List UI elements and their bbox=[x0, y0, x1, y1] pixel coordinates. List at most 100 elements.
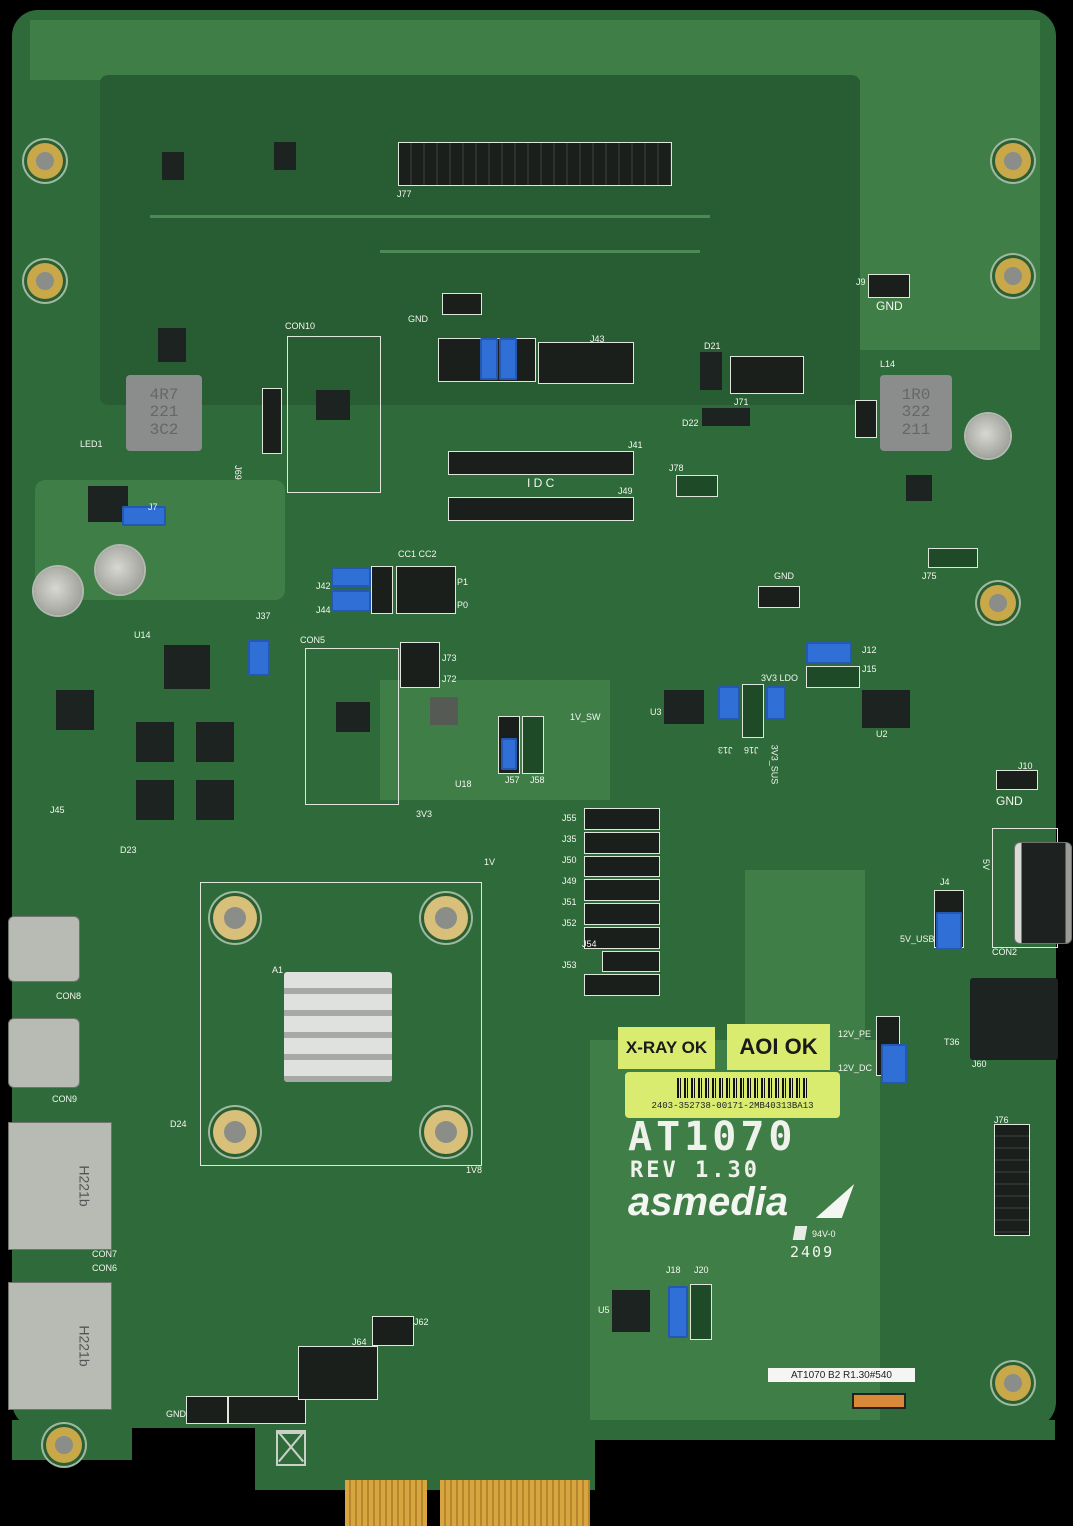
barcode-sticker: 2403-352738-00171-2MB40313BA13 bbox=[625, 1072, 840, 1118]
jumper-j13[interactable] bbox=[718, 686, 740, 720]
electrolytic-capacitor-220 bbox=[966, 414, 1010, 458]
silk-d22: D22 bbox=[682, 418, 699, 428]
jumper-j42[interactable] bbox=[331, 567, 371, 587]
ic-u-left1 bbox=[88, 486, 128, 522]
header-row[interactable] bbox=[584, 831, 660, 854]
header-j46[interactable] bbox=[262, 388, 282, 454]
header-j15[interactable] bbox=[806, 666, 860, 688]
jumper-blue[interactable] bbox=[480, 338, 498, 380]
silk-j7: J7 bbox=[148, 502, 158, 512]
header-row[interactable] bbox=[584, 855, 660, 878]
silk-j54: J54 bbox=[582, 939, 597, 949]
header-array bbox=[584, 808, 660, 996]
header-j74[interactable] bbox=[855, 400, 877, 438]
electrolytic-capacitor bbox=[34, 567, 82, 615]
header-j75[interactable] bbox=[928, 548, 978, 568]
jumper-j7[interactable] bbox=[122, 506, 166, 526]
heatsink-mount-hole-icon bbox=[213, 896, 257, 940]
header-j20[interactable] bbox=[690, 1284, 712, 1340]
header-j64[interactable] bbox=[298, 1346, 378, 1400]
header-row[interactable] bbox=[584, 903, 660, 925]
silk-con8: CON8 bbox=[56, 991, 82, 1001]
hdmi-port-con6[interactable]: H221b bbox=[8, 1282, 112, 1410]
jumper-j12[interactable] bbox=[806, 642, 852, 664]
header-j16[interactable] bbox=[742, 684, 764, 738]
header-row[interactable] bbox=[602, 950, 660, 973]
hdmi-port-con7[interactable]: H221b bbox=[8, 1122, 112, 1250]
mounting-hole-icon bbox=[995, 258, 1031, 294]
jumper-j48[interactable] bbox=[766, 686, 786, 720]
header-j41[interactable] bbox=[448, 451, 634, 475]
mounting-hole-icon bbox=[980, 585, 1016, 621]
silk-u14: U14 bbox=[134, 630, 151, 640]
heatsink-mount-hole-icon bbox=[424, 896, 468, 940]
header-array-labels: J55 J35 J50 J49 J51 J52 J54 J53 bbox=[562, 814, 597, 970]
header-j62[interactable] bbox=[372, 1316, 414, 1346]
silk-idc: I D C bbox=[527, 476, 555, 490]
silk-p0: P0 bbox=[457, 600, 469, 610]
signal-trace bbox=[150, 215, 710, 268]
header-row[interactable] bbox=[584, 808, 660, 830]
mounting-hole-icon bbox=[995, 1365, 1031, 1401]
silk-j18: J18 bbox=[666, 1265, 681, 1275]
silk-gnd-j8: GND bbox=[408, 314, 428, 324]
header-j42-j44[interactable] bbox=[371, 566, 393, 614]
jumper-j37[interactable] bbox=[248, 640, 270, 676]
header-j43-right[interactable] bbox=[538, 342, 634, 384]
silk-j13: J13 bbox=[718, 745, 733, 755]
copper-plane-right bbox=[860, 80, 1040, 350]
heatsink-silkscreen-outline bbox=[200, 882, 482, 1166]
jumper-blue[interactable] bbox=[499, 338, 517, 380]
silk-j37: J37 bbox=[256, 611, 271, 621]
silk-j4: J4 bbox=[940, 877, 950, 887]
usb-c-port-con9[interactable] bbox=[8, 1018, 80, 1088]
silk-gnd-j11: GND bbox=[774, 571, 794, 581]
header-j71[interactable] bbox=[730, 356, 804, 394]
jumper-j4[interactable] bbox=[936, 912, 962, 950]
header-j10[interactable] bbox=[996, 770, 1038, 790]
jumper-j57[interactable] bbox=[501, 738, 517, 770]
usb-c-port-con8[interactable] bbox=[8, 916, 80, 982]
silk-j58: J58 bbox=[530, 775, 545, 785]
inductor-l1: 4R7 221 3C2 bbox=[126, 375, 202, 451]
silk-j51: J51 bbox=[562, 897, 577, 907]
header-j77[interactable] bbox=[398, 142, 672, 186]
ic-so8 bbox=[136, 722, 174, 762]
silk-j64: J64 bbox=[352, 1337, 367, 1347]
header-j8[interactable] bbox=[442, 293, 482, 315]
silk-3v3: 3V3 bbox=[416, 809, 433, 819]
usb-a-port-icon[interactable] bbox=[1014, 842, 1072, 944]
header-row[interactable] bbox=[584, 879, 660, 901]
socket-con5-outline bbox=[305, 648, 399, 805]
silk-j71: J71 bbox=[734, 397, 749, 407]
header-j78[interactable] bbox=[676, 475, 718, 497]
silk-3v3-ldo: 3V3 LDO bbox=[761, 673, 799, 683]
header-row[interactable] bbox=[584, 974, 660, 996]
jumper-j18[interactable] bbox=[668, 1286, 688, 1338]
header-j76[interactable] bbox=[994, 1124, 1030, 1236]
silk-con5: CON5 bbox=[300, 635, 326, 645]
jumper-12v-select[interactable] bbox=[881, 1044, 907, 1084]
ic-u3 bbox=[664, 690, 704, 724]
header-row[interactable] bbox=[584, 926, 660, 949]
header-j68[interactable] bbox=[396, 566, 456, 614]
ic-eeprom-con5 bbox=[336, 702, 370, 732]
header-j73-j72[interactable] bbox=[400, 642, 440, 688]
inductor-marking: 211 bbox=[901, 420, 931, 439]
mounting-hole-icon bbox=[27, 143, 63, 179]
header-j58[interactable] bbox=[522, 716, 544, 774]
header-j49[interactable] bbox=[448, 497, 634, 521]
hdmi-marking: H221b bbox=[76, 1165, 93, 1207]
silk-j49-top: J49 bbox=[618, 486, 633, 496]
header-j9[interactable] bbox=[868, 274, 910, 298]
ic-so8 bbox=[136, 780, 174, 820]
silk-12v-pe: 12V_PE bbox=[838, 1029, 872, 1039]
ul-rating: 94V-0 bbox=[812, 1229, 836, 1239]
header-j11[interactable] bbox=[758, 586, 800, 608]
date-code: 2409 bbox=[790, 1243, 835, 1261]
dc-power-jack-j60[interactable] bbox=[970, 978, 1058, 1060]
header-j47[interactable] bbox=[186, 1396, 228, 1424]
header-j59[interactable] bbox=[228, 1396, 306, 1424]
silk-u3: U3 bbox=[650, 707, 662, 717]
jumper-j44[interactable] bbox=[331, 590, 371, 612]
